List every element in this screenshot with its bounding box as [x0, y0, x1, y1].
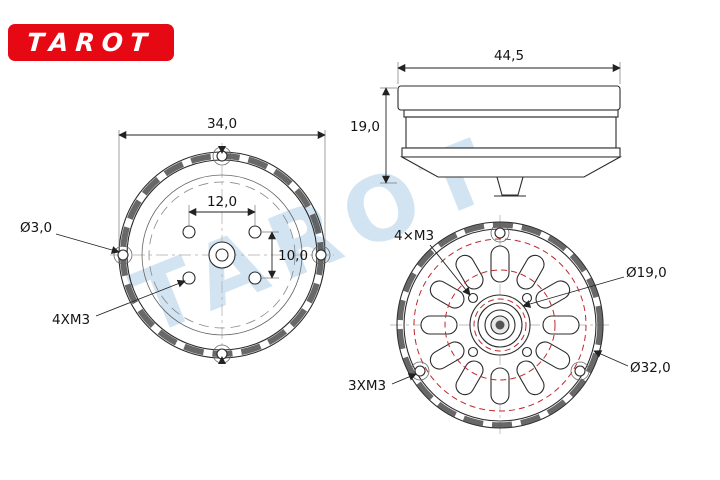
motor-top-view: 34,0 12,0 10,0 Ø3,0 [20, 116, 334, 367]
callout-mount-3xm3: 3XM3 [348, 373, 417, 394]
hole-dia-label: Ø3,0 [20, 220, 52, 236]
dia-outer-label: Ø32,0 [630, 360, 671, 376]
mount-3xm3-label: 3XM3 [348, 378, 386, 394]
dim-side-height-label: 19,0 [350, 119, 380, 135]
dim-side-height: 19,0 [350, 87, 397, 184]
callout-mount-4xm3: 4XM3 [52, 279, 186, 328]
dim-side-width-label: 44,5 [494, 48, 524, 64]
dim-overall-width: 34,0 [118, 116, 326, 248]
section-marker-top [218, 146, 226, 154]
mount-4m3-label: 4×M3 [394, 228, 434, 244]
dim-hole-spacing-h: 12,0 [188, 194, 256, 226]
dim-hole-spacing-h-label: 12,0 [207, 194, 237, 210]
dim-hole-spacing-v-label: 10,0 [278, 248, 308, 264]
motor-side-view: 44,5 19,0 [350, 48, 623, 197]
mount-4xm3-label: 4XM3 [52, 312, 90, 328]
dim-overall-width-label: 34,0 [207, 116, 237, 132]
callout-dia-outer: Ø32,0 [593, 350, 671, 376]
callout-dia-inner: Ø19,0 [522, 265, 667, 308]
dim-hole-spacing-v: 10,0 [261, 231, 308, 279]
section-marker-bottom [218, 356, 226, 364]
dia-inner-label: Ø19,0 [626, 265, 667, 281]
callout-mount-4m3: 4×M3 [394, 228, 471, 296]
tarot-logo: TAROT [8, 24, 174, 61]
dim-side-width: 44,5 [397, 48, 621, 84]
motor-bottom-view: 4×M3 Ø19,0 Ø32,0 3XM3 [348, 215, 671, 436]
callout-hole-dia: Ø3,0 [20, 220, 120, 254]
